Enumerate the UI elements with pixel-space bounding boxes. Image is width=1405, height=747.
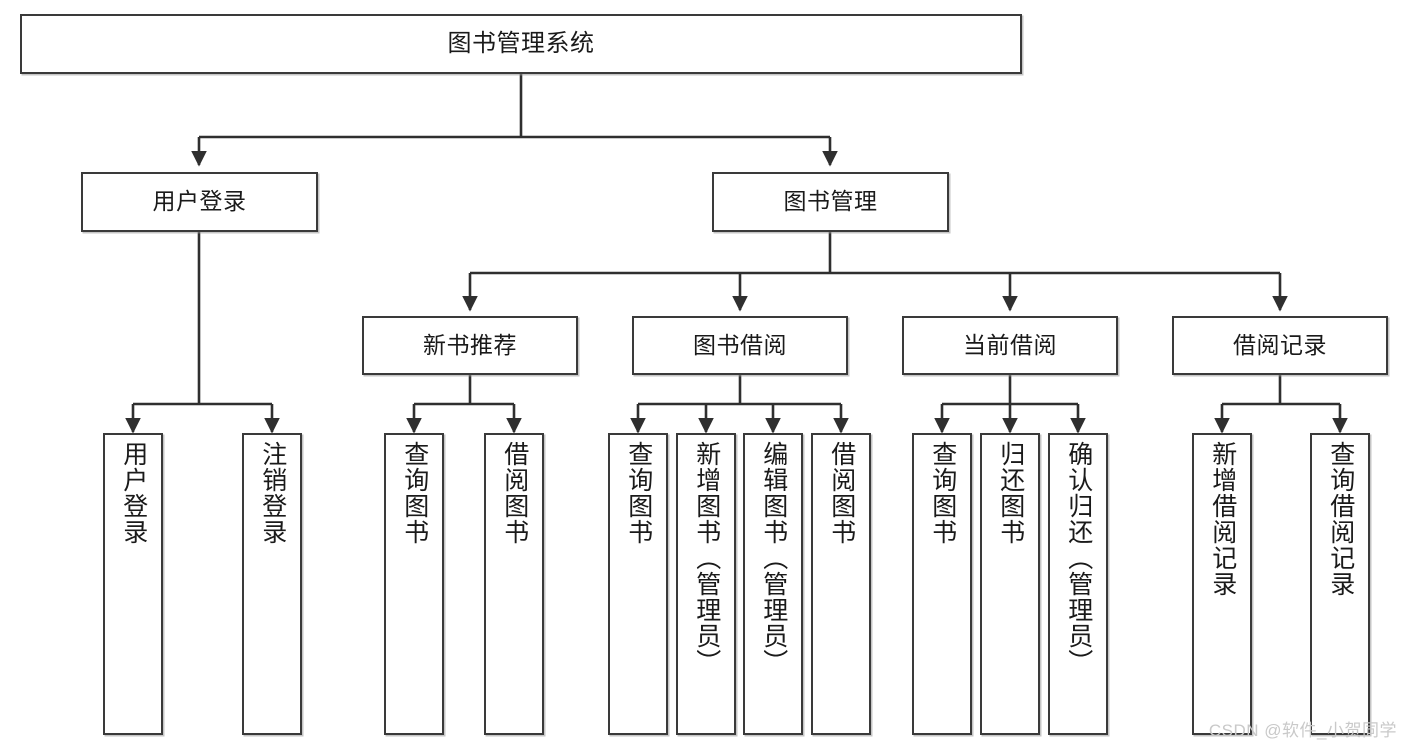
node-book-manage[interactable]: 图书管理: [712, 172, 949, 232]
node-root-system[interactable]: 图书管理系统: [20, 14, 1022, 74]
node-label: 借阅记录: [1233, 331, 1327, 358]
leaf-logout[interactable]: 注销登录: [242, 433, 302, 735]
node-user-login[interactable]: 用户登录: [81, 172, 318, 232]
node-label: 图书管理: [783, 188, 878, 215]
node-label: 图书管理系统: [447, 29, 595, 57]
leaf-query-borrow-record[interactable]: 查询借阅记录: [1310, 433, 1370, 735]
csdn-watermark: CSDN @软件_小贺同学: [1208, 721, 1397, 740]
leaf-add-borrow-record[interactable]: 新增借阅记录: [1192, 433, 1252, 735]
node-label: 用户登录: [152, 188, 247, 215]
node-label: 当前借阅: [963, 331, 1057, 358]
node-label: 查询图书: [400, 441, 429, 545]
node-label: 图书借阅: [693, 331, 787, 358]
node-label: 借阅图书: [827, 441, 856, 545]
node-new-book-recommend[interactable]: 新书推荐: [362, 316, 578, 375]
node-label: 新书推荐: [423, 331, 517, 358]
node-label: 确认归还（管理员）: [1064, 441, 1093, 675]
leaf-query-book-recommend[interactable]: 查询图书: [384, 433, 444, 735]
node-label: 查询借阅记录: [1326, 441, 1355, 597]
node-label: 归还图书: [996, 441, 1025, 545]
leaf-query-book-borrow[interactable]: 查询图书: [608, 433, 668, 735]
node-current-borrow[interactable]: 当前借阅: [902, 316, 1118, 375]
leaf-user-login[interactable]: 用户登录: [103, 433, 163, 735]
node-label: 编辑图书（管理员）: [759, 441, 788, 675]
leaf-edit-book[interactable]: 编辑图书（管理员）: [743, 433, 803, 735]
node-borrow-record[interactable]: 借阅记录: [1172, 316, 1388, 375]
leaf-borrow-book-recommend[interactable]: 借阅图书: [484, 433, 544, 735]
node-label: 注销登录: [258, 441, 287, 545]
leaf-add-book[interactable]: 新增图书（管理员）: [676, 433, 736, 735]
node-label: 查询图书: [928, 441, 957, 545]
node-label: 用户登录: [119, 441, 148, 545]
node-label: 新增借阅记录: [1208, 441, 1237, 597]
leaf-borrow-book[interactable]: 借阅图书: [811, 433, 871, 735]
node-label: 查询图书: [624, 441, 653, 545]
leaf-return-book[interactable]: 归还图书: [980, 433, 1040, 735]
node-label: 新增图书（管理员）: [692, 441, 721, 675]
leaf-query-book-current[interactable]: 查询图书: [912, 433, 972, 735]
node-label: 借阅图书: [500, 441, 529, 545]
node-book-borrow[interactable]: 图书借阅: [632, 316, 848, 375]
leaf-confirm-return[interactable]: 确认归还（管理员）: [1048, 433, 1108, 735]
